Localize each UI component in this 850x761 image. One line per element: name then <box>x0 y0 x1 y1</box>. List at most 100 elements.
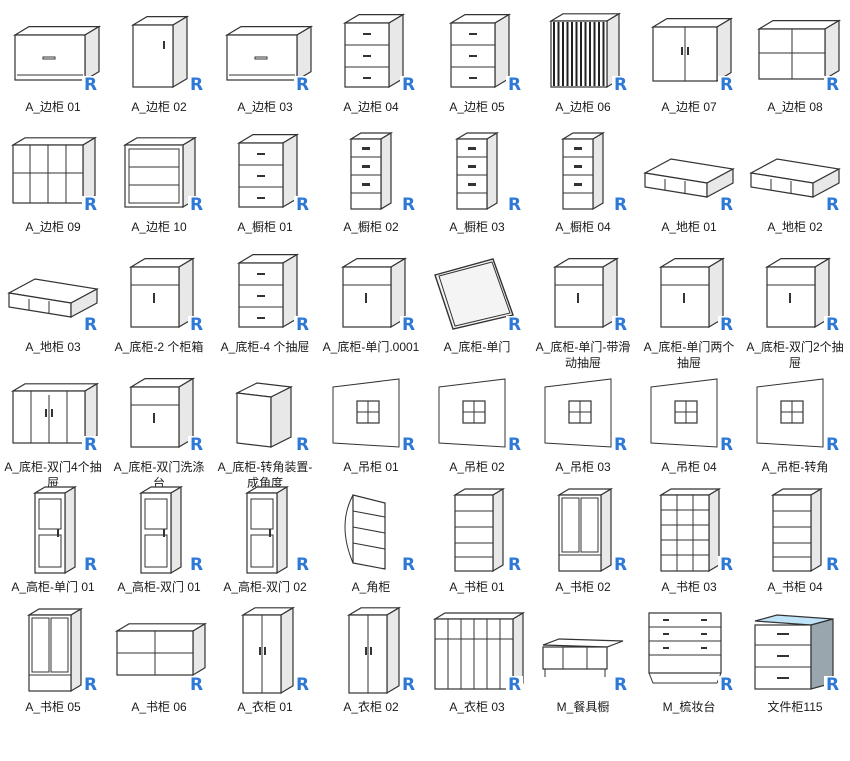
revit-family-badge-icon: R <box>400 436 417 455</box>
revit-family-badge-icon: R <box>612 316 629 335</box>
thumbnail-preview: R <box>641 365 737 457</box>
revit-family-badge-icon: R <box>506 676 523 695</box>
thumbnail-preview: R <box>747 605 843 697</box>
base-cabinet-icon <box>128 377 196 449</box>
thumbnail-preview: R <box>747 125 843 217</box>
family-thumbnail-item[interactable]: R M_梳妆台 <box>636 604 742 716</box>
badge-letter: R <box>83 435 98 455</box>
badge-letter: R <box>83 675 98 695</box>
item-label: A_边柜 08 <box>767 100 823 114</box>
bookcase-icon <box>770 487 824 573</box>
sideboard-icon <box>224 25 313 82</box>
item-label: A_边柜 06 <box>555 100 611 114</box>
thumbnail-preview: R <box>111 245 207 337</box>
badge-letter: R <box>83 75 98 95</box>
item-label: A_衣柜 01 <box>237 700 293 714</box>
revit-family-badge-icon: R <box>612 76 629 95</box>
badge-letter: R <box>507 195 522 215</box>
item-label: A_边柜 05 <box>449 100 505 114</box>
badge-letter: R <box>83 195 98 215</box>
wide-base-cabinet-icon <box>10 382 100 445</box>
badge-letter: R <box>295 195 310 215</box>
thumbnail-preview: R <box>641 605 737 697</box>
thumbnail-preview: R <box>5 245 101 337</box>
item-label: A_书柜 01 <box>449 580 505 594</box>
thumbnail-preview: R <box>641 5 737 97</box>
panel-icon <box>434 258 514 330</box>
wardrobe-icon <box>346 606 402 695</box>
badge-letter: R <box>825 75 840 95</box>
item-label: A_书柜 06 <box>131 700 187 714</box>
badge-letter: R <box>189 555 204 575</box>
thumbnail-preview: R <box>323 605 419 697</box>
item-label: A_衣柜 02 <box>343 700 399 714</box>
wall-cabinet-icon <box>332 378 400 448</box>
drawer-cabinet-icon <box>236 253 300 329</box>
wall-cabinet-icon <box>650 378 718 448</box>
item-label: A_边柜 02 <box>131 100 187 114</box>
item-label: M_餐具橱 <box>556 700 610 714</box>
tall-cabinet-icon <box>32 485 78 575</box>
large-wardrobe-icon <box>432 611 525 691</box>
thumbnail-preview: R <box>747 365 843 457</box>
revit-family-badge-icon: R <box>82 196 99 215</box>
family-thumbnail-item[interactable]: R A_衣柜 02 <box>318 604 424 716</box>
thumbnail-preview: R <box>111 485 207 577</box>
revit-family-badge-icon: R <box>400 196 417 215</box>
item-label: M_梳妆台 <box>662 700 716 714</box>
revit-family-badge-icon: R <box>294 676 311 695</box>
badge-letter: R <box>613 675 628 695</box>
sideboard-desk-icon <box>542 638 624 677</box>
revit-family-badge-icon: R <box>824 76 841 95</box>
revit-family-badge-icon: R <box>188 76 205 95</box>
revit-family-badge-icon: R <box>824 436 841 455</box>
base-cabinet-icon <box>552 257 620 329</box>
